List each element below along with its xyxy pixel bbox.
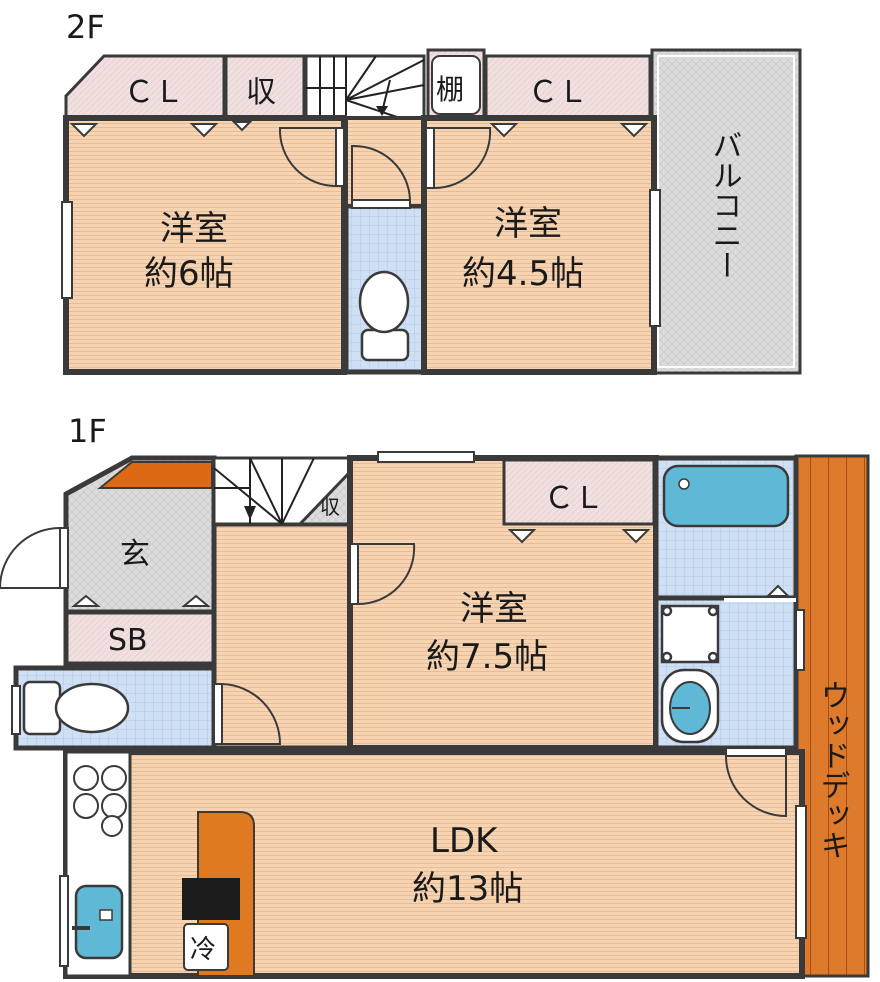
western-room-4-5-2f xyxy=(421,115,657,375)
western-room-6-2f xyxy=(63,115,347,375)
shoe-box-label: SB xyxy=(108,623,148,658)
closet-1f xyxy=(502,458,656,526)
room-7-5-size: 約7.5帖 xyxy=(426,637,548,677)
ldk-name: LDK xyxy=(430,821,499,861)
door-1f-room[interactable] xyxy=(349,543,416,606)
ldk-size: 約13帖 xyxy=(412,869,523,909)
bathtub xyxy=(662,464,790,528)
window-ldk xyxy=(795,805,807,939)
floor-label-1f: 1F xyxy=(68,412,107,450)
window-2f-left xyxy=(61,201,73,299)
wood-deck xyxy=(794,454,870,978)
door-2f-toilet[interactable] xyxy=(351,144,411,209)
ldk-room xyxy=(63,749,805,979)
balcony-label: バルコニー xyxy=(707,130,742,280)
entrance-door[interactable] xyxy=(0,527,69,589)
shelf-2f-label: 棚 xyxy=(436,73,464,106)
closet-right-2f-label: ＣＬ xyxy=(528,75,588,110)
floor-label-2f: 2F xyxy=(66,8,105,46)
window-1f-top xyxy=(377,451,475,463)
storage-2f-label: 収 xyxy=(246,75,276,110)
door-1f-hall[interactable] xyxy=(213,683,282,745)
fridge-label: 冷 xyxy=(190,935,216,965)
appliance-block xyxy=(182,878,240,920)
closet-1f-label: ＣＬ xyxy=(544,481,604,516)
door-2f-left[interactable] xyxy=(278,127,345,187)
storage-1f-label: 収 xyxy=(320,495,340,519)
window-2f-right xyxy=(649,189,661,327)
toilet-icon-1f xyxy=(22,680,130,736)
stove-burners-icon xyxy=(73,765,127,837)
hall-1f xyxy=(211,521,353,751)
door-ldk[interactable] xyxy=(725,747,787,818)
room-7-5-name: 洋室 xyxy=(460,589,528,629)
fridge xyxy=(183,923,229,971)
toilet-icon-2f xyxy=(358,270,410,362)
room-6-size: 約6帖 xyxy=(144,254,234,294)
kitchen-sink-icon xyxy=(72,884,124,960)
washbasin-icon xyxy=(660,668,720,744)
door-2f-right[interactable] xyxy=(425,127,492,190)
door-washroom[interactable] xyxy=(795,609,805,671)
closet-left-2f-label: ＣＬ xyxy=(124,75,184,110)
hall-2f xyxy=(344,116,426,208)
wood-deck-label: ウッドデッキ xyxy=(815,680,850,860)
room-4-5-name: 洋室 xyxy=(494,204,562,244)
room-6-name: 洋室 xyxy=(160,209,228,249)
washing-machine-icon xyxy=(660,604,720,664)
room-4-5-size: 約4.5帖 xyxy=(462,254,584,294)
stairs-2f xyxy=(304,54,426,120)
balcony-area xyxy=(650,48,802,375)
entrance-label: 玄 xyxy=(120,537,150,572)
